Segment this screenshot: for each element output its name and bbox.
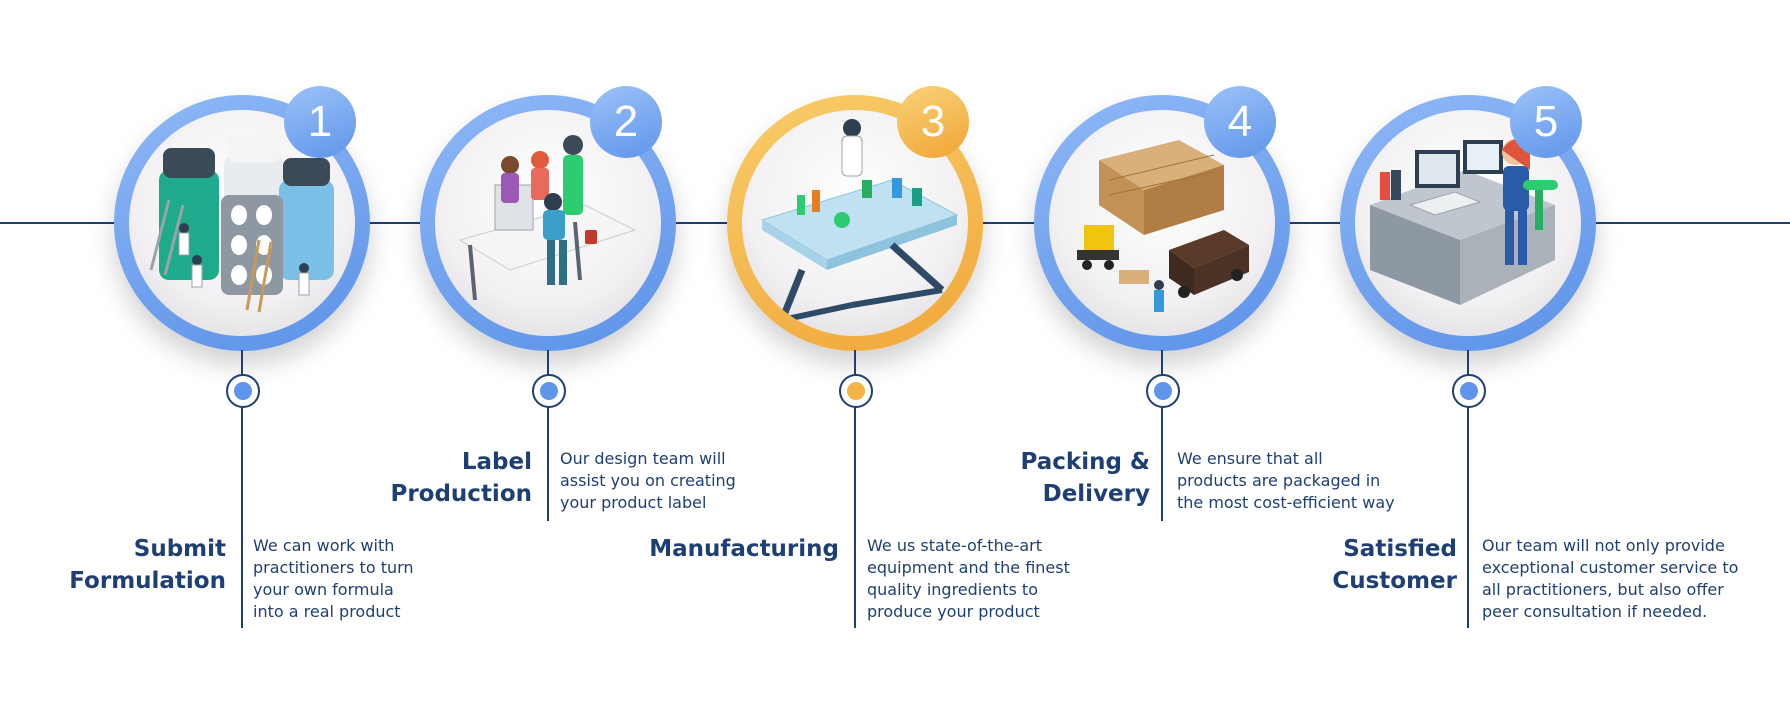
step-1-node	[226, 374, 260, 408]
step-2-description: Our design team will assist you on creat…	[560, 449, 736, 512]
design-team-icon	[458, 135, 637, 301]
customer-support-icon	[1370, 139, 1558, 305]
step-5-number-badge: 5	[1510, 86, 1582, 158]
step-3-title: Manufacturing	[649, 536, 839, 562]
step-1-description: We can work with practitioners to turn y…	[253, 536, 414, 621]
medicine-bottles-icon	[149, 135, 334, 313]
step-2-title: Label Production	[390, 449, 532, 507]
warehouse-delivery-icon	[1077, 140, 1249, 312]
step-2-number-badge: 2	[590, 86, 662, 158]
step-3-connector	[854, 350, 856, 628]
step-5-node	[1452, 374, 1486, 408]
lab-bench-icon	[760, 119, 959, 323]
step-2-node	[532, 374, 566, 408]
step-3-description: We us state-of-the-art equipment and the…	[867, 536, 1070, 621]
step-5-title: Satisfied Customer	[1332, 536, 1457, 594]
step-3-number-badge: 3	[897, 86, 969, 158]
step-4-description: We ensure that all products are packaged…	[1177, 449, 1395, 512]
step-4-circle	[1034, 95, 1290, 351]
step-4-connector	[1161, 350, 1163, 521]
step-1-connector	[241, 350, 243, 628]
step-1-number-badge: 1	[284, 86, 356, 158]
step-4-number-badge: 4	[1204, 86, 1276, 158]
step-3-node	[839, 374, 873, 408]
step-4-node	[1146, 374, 1180, 408]
step-2-connector	[547, 350, 549, 521]
step-5-connector	[1467, 350, 1469, 628]
step-5-description: Our team will not only provide exception…	[1482, 536, 1739, 621]
step-4-title: Packing & Delivery	[1020, 449, 1150, 507]
step-1-title: Submit Formulation	[69, 536, 226, 594]
